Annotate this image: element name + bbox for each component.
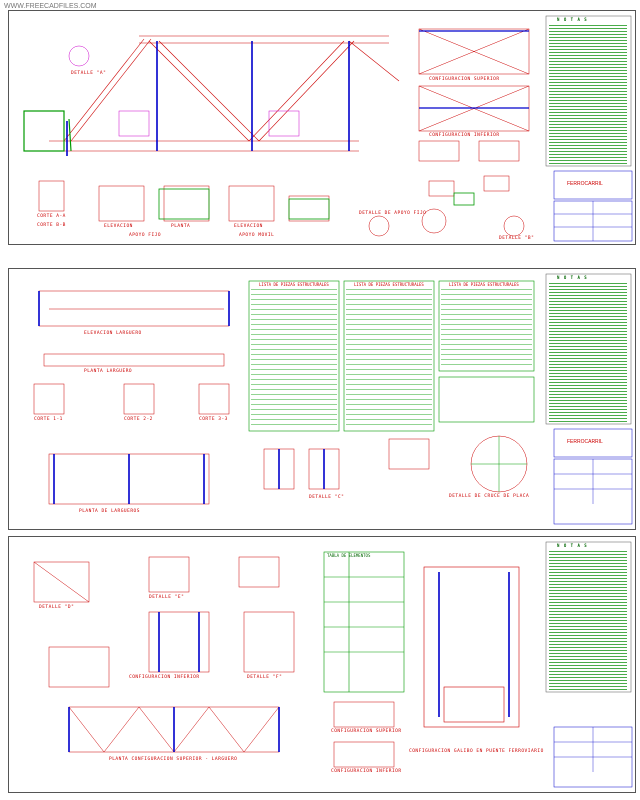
sheet-2-drawing bbox=[33, 273, 633, 525]
table-title-3: LISTA DE PIEZAS ESTRUCTURALES bbox=[449, 282, 519, 287]
title-block-brand: FERROCARRIL bbox=[567, 439, 603, 445]
drawing-sheet-3: TABLA DE ELEMENTOS N O T A S DETALLE "D"… bbox=[8, 536, 636, 793]
label-corte-2: CORTE 2-2 bbox=[124, 417, 153, 422]
watermark-text: WWW.FREECADFILES.COM bbox=[4, 3, 97, 10]
label-detalle-apoyo: DETALLE DE APOYO FIJO bbox=[359, 211, 427, 216]
parts-table-2 bbox=[346, 289, 432, 429]
notes-title: N O T A S bbox=[557, 275, 588, 280]
parts-table-3 bbox=[441, 289, 532, 369]
label-config-superior: CONFIGURACION SUPERIOR bbox=[429, 77, 500, 82]
label-apoyo-movil: APOYO MOVIL bbox=[239, 233, 275, 238]
label-planta: PLANTA bbox=[171, 224, 191, 229]
label-config-superior-2: CONFIGURACION SUPERIOR bbox=[331, 729, 402, 734]
sheet-3-drawing bbox=[33, 541, 633, 788]
label-apoyo-fijo: APOYO FIJO bbox=[129, 233, 162, 238]
notes-title: N O T A S bbox=[557, 17, 588, 22]
label-corte-1: CORTE 1-1 bbox=[34, 417, 63, 422]
label-corte-3: CORTE 3-3 bbox=[199, 417, 228, 422]
label-config-galibo: CONFIGURACION GALIBO EN PUENTE FERROVIAR… bbox=[409, 749, 544, 754]
label-planta-larguero: PLANTA LARGUERO bbox=[84, 369, 133, 374]
label-config-inferior: CONFIGURACION INFERIOR bbox=[129, 675, 200, 680]
notes-title: N O T A S bbox=[557, 543, 588, 548]
sheet-1-drawing bbox=[23, 15, 633, 242]
label-detail-e: DETALLE "E" bbox=[149, 595, 185, 600]
label-planta-config: PLANTA CONFIGURACION SUPERIOR - LARGUERO bbox=[109, 757, 238, 762]
label-detail-d: DETALLE "D" bbox=[39, 605, 75, 610]
label-elevacion-1: ELEVACION bbox=[104, 224, 133, 229]
notes-block bbox=[549, 283, 627, 423]
notes-block bbox=[549, 551, 627, 691]
label-config-inferior: CONFIGURACION INFERIOR bbox=[429, 133, 500, 138]
label-corte-b: CORTE B-B bbox=[37, 223, 66, 228]
drawing-sheet-1: N O T A S FERROCARRIL DETALLE "A" CONFIG… bbox=[8, 10, 636, 245]
title-block-brand: FERROCARRIL bbox=[567, 181, 603, 187]
table-title-1: LISTA DE PIEZAS ESTRUCTURALES bbox=[259, 282, 329, 287]
label-detail-c: DETALLE "C" bbox=[309, 495, 345, 500]
parts-table-1 bbox=[251, 289, 337, 429]
table-title-2: LISTA DE PIEZAS ESTRUCTURALES bbox=[354, 282, 424, 287]
label-detalle-cruce: DETALLE DE CRUCE DE PLACA bbox=[449, 494, 530, 499]
label-corte-a: CORTE A-A bbox=[37, 214, 66, 219]
notes-block bbox=[549, 25, 627, 165]
label-elevacion-larguero: ELEVACION LARGUERO bbox=[84, 331, 142, 336]
label-config-inferior-2: CONFIGURACION INFERIOR bbox=[331, 769, 402, 774]
drawing-sheet-2: LISTA DE PIEZAS ESTRUCTURALES LISTA DE P… bbox=[8, 268, 636, 530]
label-planta-largueros: PLANTA DE LARGUEROS bbox=[79, 509, 140, 514]
label-detail-a: DETALLE "A" bbox=[71, 71, 107, 76]
element-table-title: TABLA DE ELEMENTOS bbox=[327, 553, 371, 558]
label-detail-f: DETALLE "F" bbox=[247, 675, 283, 680]
label-elevacion-2: ELEVACION bbox=[234, 224, 263, 229]
label-detail-b: DETALLE "B" bbox=[499, 236, 535, 241]
